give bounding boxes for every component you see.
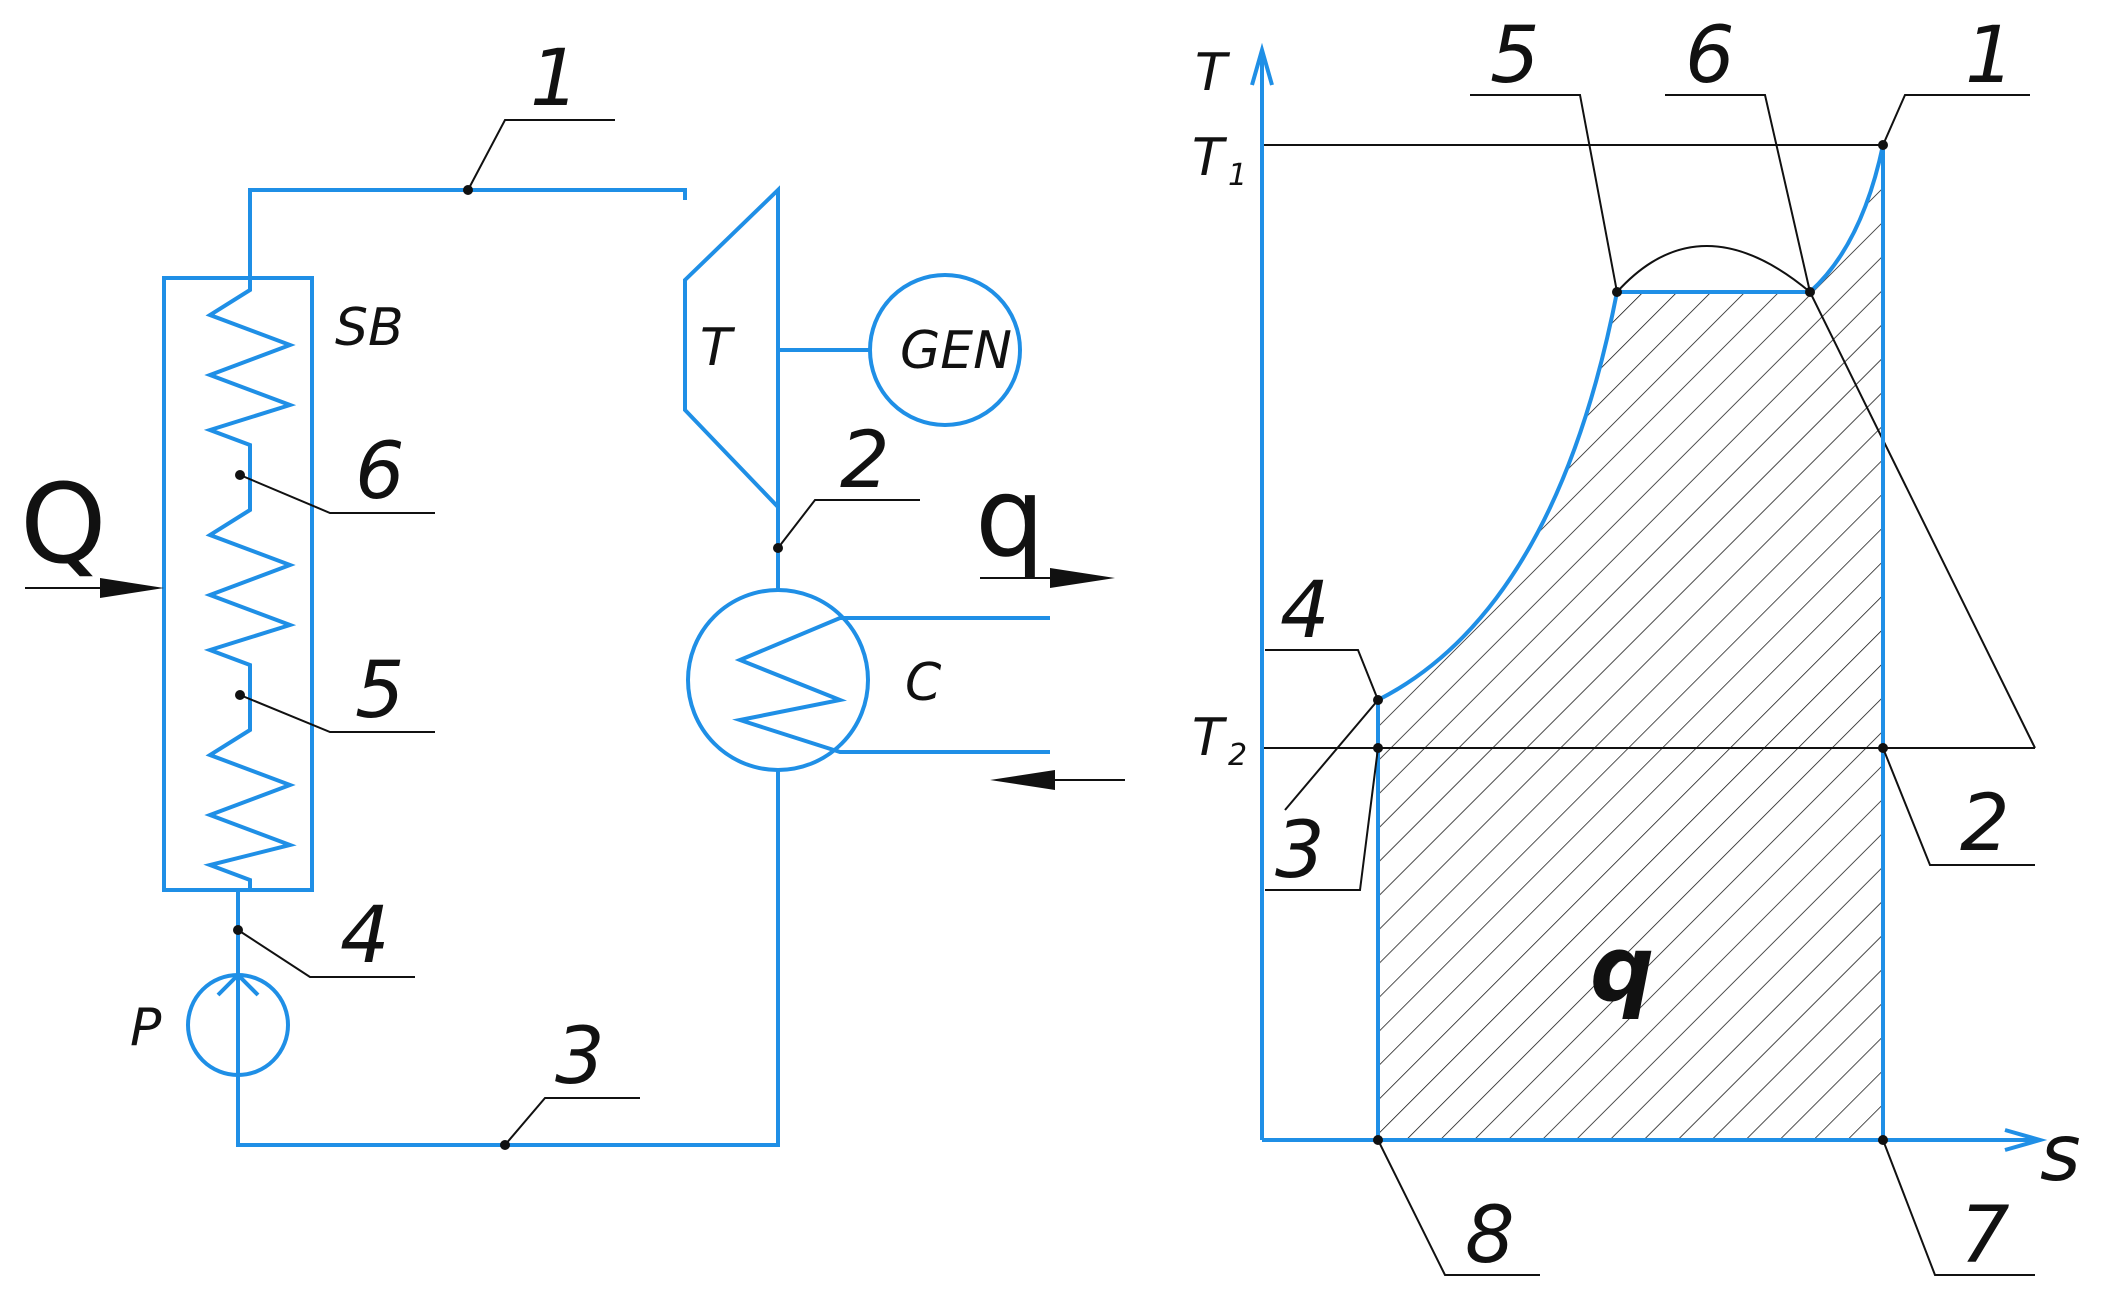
piping-loop xyxy=(236,188,780,1147)
pump-label: P xyxy=(130,998,162,1058)
generator-label: GEN xyxy=(900,321,1012,381)
pump-arrow-icon xyxy=(216,972,260,997)
heat-out-label: q xyxy=(975,453,1045,581)
generator xyxy=(868,273,1022,427)
ts-point-leaders xyxy=(1265,94,2035,1276)
plant-scheme: Q q SB T GEN C P 1 2 3 4 5 6 xyxy=(20,34,1125,1150)
scheme-point-2: 2 xyxy=(840,416,890,506)
cooling-return-arrow-icon xyxy=(990,770,1055,790)
s-axis-label: s xyxy=(2040,1109,2081,1199)
cycle-outline xyxy=(1376,144,1885,1142)
ts-point-3: 3 xyxy=(1275,806,1325,896)
scheme-point-1: 1 xyxy=(530,34,580,124)
scheme-point-leaders xyxy=(233,119,920,1150)
boiler-coil xyxy=(203,280,297,890)
ts-point-8: 8 xyxy=(1465,1191,1515,1281)
turbine-label: T xyxy=(700,318,736,378)
t-axis-label: T xyxy=(1195,43,1231,103)
scheme-point-3: 3 xyxy=(555,1012,605,1102)
ts-point-1: 1 xyxy=(1965,11,2015,101)
s-axis-arrow-icon xyxy=(2004,1128,2048,1152)
heat-rejected-label: q xyxy=(1590,917,1654,1022)
ts-point-7: 7 xyxy=(1960,1191,2010,1281)
condenser xyxy=(686,588,870,772)
ts-point-2: 2 xyxy=(1960,779,2010,869)
turbine xyxy=(683,185,780,512)
t1-subscript: 1 xyxy=(1228,158,1247,193)
t2-label: T xyxy=(1192,708,1228,768)
ts-diagram: T s T 1 T 2 q 1 2 3 4 5 6 7 8 xyxy=(1192,11,2081,1281)
heat-in-arrow-icon xyxy=(100,578,164,598)
scheme-point-4: 4 xyxy=(340,891,390,981)
scheme-point-5: 5 xyxy=(355,646,405,736)
saturation-dome xyxy=(1616,245,2036,749)
condenser-coil xyxy=(732,616,1050,754)
steam-boiler-label: SB xyxy=(335,298,404,358)
scheme-point-6: 6 xyxy=(355,427,405,517)
heat-rejected-area xyxy=(1378,748,1883,1140)
t2-subscript: 2 xyxy=(1228,738,1247,773)
steam-boiler xyxy=(162,276,314,892)
ts-point-5: 5 xyxy=(1490,11,1540,101)
t1-label: T xyxy=(1192,128,1228,188)
ts-point-4: 4 xyxy=(1280,566,1330,656)
ts-point-6: 6 xyxy=(1685,11,1735,101)
net-work-area xyxy=(1378,145,1883,748)
condenser-label: C xyxy=(905,653,942,713)
t-axis-arrow-icon xyxy=(1250,42,1274,86)
heat-out-arrow-icon xyxy=(1050,568,1115,588)
heat-in-label: Q xyxy=(20,460,107,588)
